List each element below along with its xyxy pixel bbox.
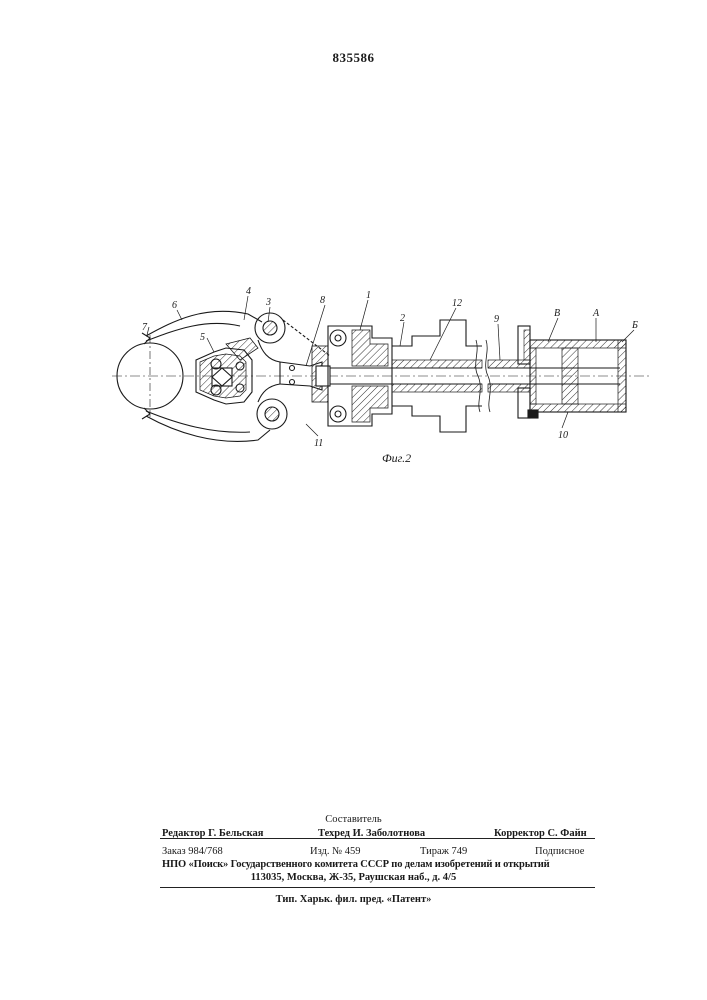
label-12: 12 (452, 298, 462, 309)
subscription: Подписное (535, 845, 584, 858)
npo-line: НПО «Поиск» Государственного комитета СС… (162, 858, 550, 871)
technical-drawing-fig2: 7 6 4 3 5 8 1 2 12 9 В А Б 10 11 Фиг.2 (0, 0, 707, 480)
label-5: 5 (200, 332, 205, 343)
label-B: Б (631, 320, 638, 331)
divider-rule (160, 838, 595, 839)
divider-rule-bottom (160, 887, 595, 888)
address-line: 113035, Москва, Ж-35, Раушская наб., д. … (0, 871, 707, 884)
label-3: 3 (265, 297, 271, 308)
order-number: Заказ 984/768 (162, 845, 223, 858)
label-8: 8 (320, 295, 325, 306)
piston (562, 348, 578, 404)
label-11: 11 (314, 438, 323, 449)
label-4: 4 (246, 286, 251, 297)
compiler-label: Составитель (325, 814, 381, 825)
label-1: 1 (366, 290, 371, 301)
label-2: 2 (400, 313, 405, 324)
label-9: 9 (494, 314, 499, 325)
printer-line: Тип. Харьк. фил. пред. «Патент» (0, 893, 707, 906)
edition-number: Изд. № 459 (310, 845, 361, 858)
circulation: Тираж 749 (420, 845, 467, 858)
label-6: 6 (172, 300, 177, 311)
label-10: 10 (558, 430, 568, 441)
label-7: 7 (142, 322, 148, 333)
label-A: А (592, 308, 600, 319)
lower-jaw-11 (146, 416, 270, 441)
compiler-line: Составитель (0, 813, 707, 826)
tube-2 (392, 320, 482, 346)
rod-12 (392, 360, 482, 368)
label-V: В (554, 308, 560, 319)
figure-caption: Фиг.2 (382, 451, 411, 465)
